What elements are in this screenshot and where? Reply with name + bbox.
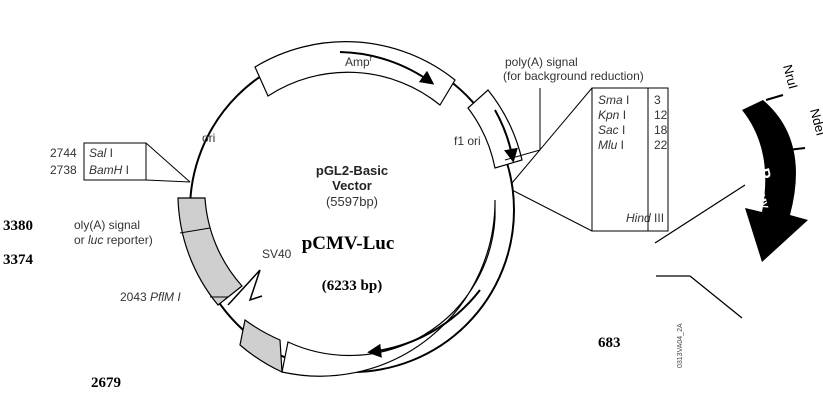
construct-size: (6233 bp) bbox=[322, 278, 382, 294]
polya-bg-label-line2: (for background reduction) bbox=[503, 69, 644, 83]
construct-name: pCMV-Luc bbox=[302, 233, 395, 254]
left-sites-leader-top bbox=[145, 142, 191, 183]
ori-label: ori bbox=[202, 131, 215, 145]
position-3374: 3374 bbox=[3, 252, 34, 268]
mcs-site-pos-2: 12 bbox=[654, 108, 668, 122]
left-site-pos-1: 2744 bbox=[50, 146, 77, 160]
luc-direction-arrow bbox=[367, 289, 481, 358]
mcs-site-enzyme-3: Sac I bbox=[598, 123, 625, 137]
mcs-site-pos-3: 18 bbox=[654, 123, 668, 137]
luc-gene-box bbox=[281, 199, 496, 377]
ndei-label: NdeI bbox=[807, 107, 823, 137]
position-683: 683 bbox=[598, 335, 621, 351]
f1-ori-box bbox=[467, 89, 523, 169]
left-site-enzyme-2: BamH I bbox=[89, 163, 129, 177]
f1-ori-direction-arrow bbox=[494, 109, 518, 163]
left-site-enzyme-1: Sal I bbox=[89, 146, 113, 160]
amp-resistance-gene-box bbox=[254, 41, 456, 106]
left-sites-leader-bottom bbox=[145, 179, 191, 183]
amp-direction-arrow bbox=[339, 51, 435, 85]
polya-luc-leader bbox=[179, 227, 211, 234]
ndei-tick bbox=[787, 147, 806, 151]
cmv-promoter-arrow bbox=[742, 100, 808, 262]
mcs-hindiii-label: Hind III bbox=[626, 211, 664, 225]
polya-luc-label-line1: oly(A) signal bbox=[74, 218, 140, 232]
left-site-pos-2: 2738 bbox=[50, 163, 77, 177]
f1-ori-label: f1 ori bbox=[454, 134, 481, 148]
vector-name: pGL2-Basic bbox=[316, 163, 388, 178]
polya-bg-leader bbox=[504, 88, 541, 161]
mcs-site-enzyme-2: Kpn I bbox=[598, 108, 626, 122]
mcs-site-pos-4: 22 bbox=[654, 138, 668, 152]
polya-luc-label-line2: or luc reporter) bbox=[74, 233, 153, 247]
plasmid-backbone-circle bbox=[189, 47, 515, 373]
amp-label: Ampr bbox=[345, 54, 373, 69]
left-sites-box bbox=[83, 142, 147, 181]
promoter-label-p: P bbox=[754, 167, 773, 182]
nrui-tick bbox=[765, 94, 784, 101]
nrui-label: NruI bbox=[780, 63, 801, 91]
mcs-sites-box bbox=[591, 87, 669, 232]
polya-luc-reporter-segment bbox=[177, 197, 243, 306]
position-2679: 2679 bbox=[91, 375, 121, 391]
mcs-leader-top bbox=[511, 87, 593, 184]
cmv-insert-line-bottom-b bbox=[689, 275, 743, 319]
mcs-site-enzyme-4: Mlu I bbox=[598, 138, 624, 152]
polya-bg-label-line1: poly(A) signal bbox=[505, 55, 578, 69]
sv40-label: SV40 bbox=[262, 247, 292, 261]
sequence-break-zigzag bbox=[227, 269, 263, 306]
vector-size: (5597bp) bbox=[326, 194, 378, 209]
cmv-insert-line-top bbox=[654, 184, 746, 244]
figure-code: 0313VA04_2A bbox=[677, 323, 684, 368]
sv40-promoter-segment bbox=[239, 318, 283, 373]
mcs-site-pos-1: 3 bbox=[654, 93, 661, 107]
mcs-leader-bottom bbox=[511, 189, 593, 232]
vector-name-line2: Vector bbox=[332, 178, 372, 193]
mcs-site-enzyme-1: Sma I bbox=[598, 93, 629, 107]
position-3380: 3380 bbox=[3, 218, 33, 234]
pflm-site-label: 2043 PflM I bbox=[120, 290, 181, 304]
